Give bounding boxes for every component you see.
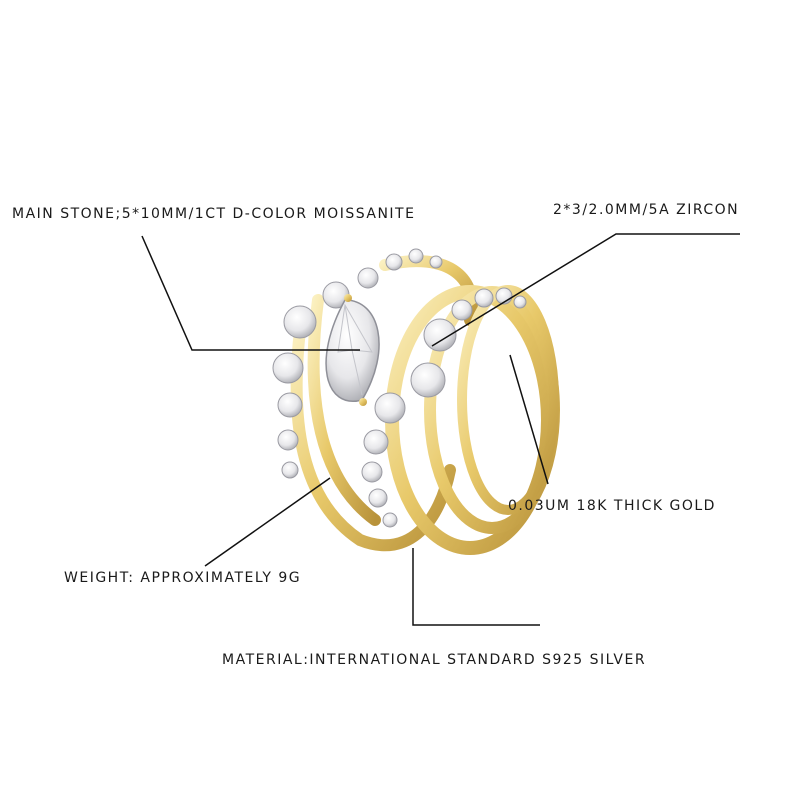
- side-stones: [272, 248, 443, 479]
- callout-material: MATERIAL:INTERNATIONAL STANDARD S925 SIL…: [222, 652, 647, 668]
- callout-zircon: 2*3/2.0MM/5A ZIRCON: [553, 202, 740, 218]
- callout-leader-lines: [141, 233, 740, 626]
- leader-weight: [204, 477, 331, 567]
- callout-gold: 0.03UM 18K THICK GOLD: [508, 498, 716, 514]
- leader-gold: [509, 354, 549, 485]
- callout-weight: WEIGHT: APPROXIMATELY 9G: [64, 570, 302, 586]
- callout-main-stone: MAIN STONE;5*10MM/1CT D-COLOR MOISSANITE: [12, 206, 416, 222]
- leader-zircon: [431, 233, 740, 347]
- leader-main-stone: [141, 235, 360, 351]
- leader-material: [412, 548, 540, 626]
- band-stones: [361, 287, 527, 528]
